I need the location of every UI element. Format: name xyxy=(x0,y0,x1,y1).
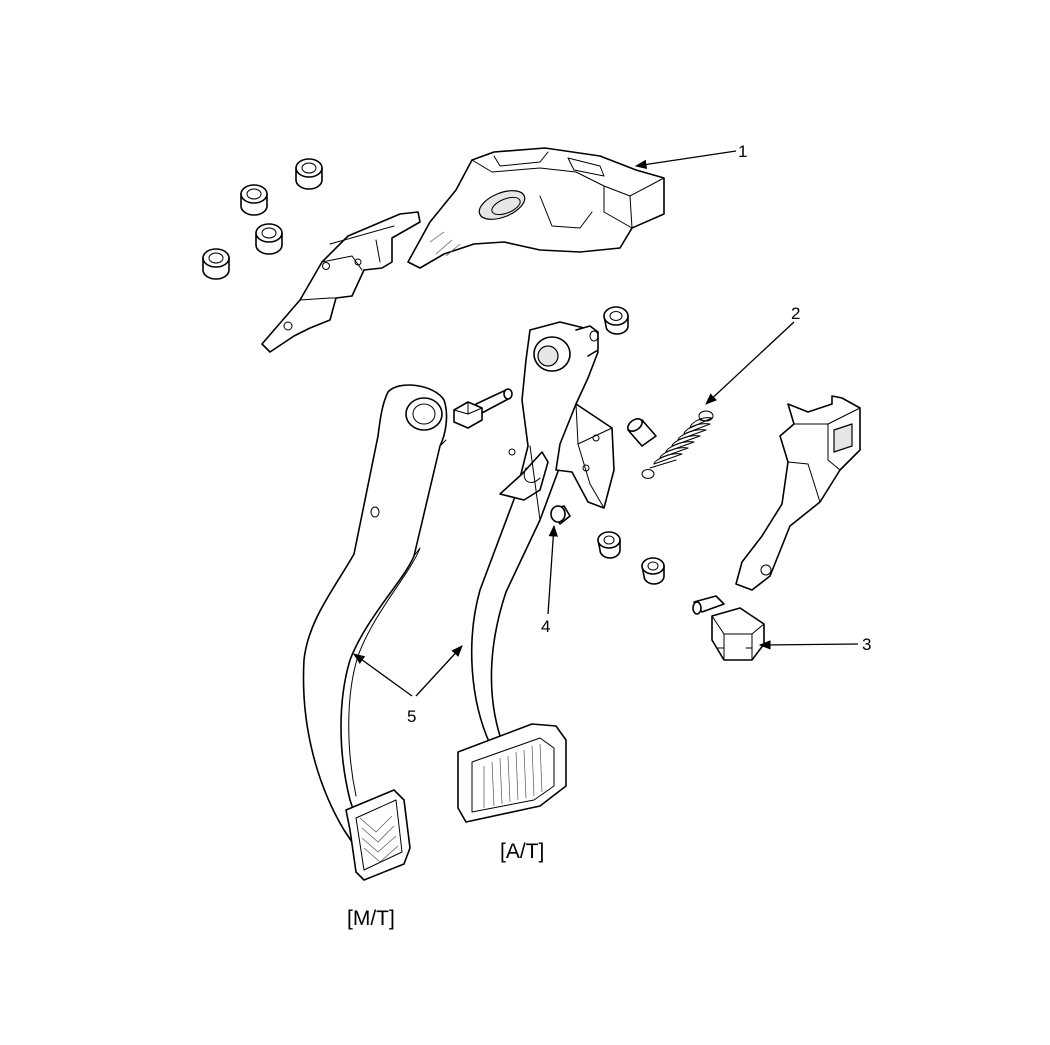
leader-5a xyxy=(353,653,413,697)
bushing xyxy=(295,158,323,190)
callout-2: 2 xyxy=(791,304,800,323)
bushing xyxy=(255,223,283,255)
washer xyxy=(597,531,621,559)
bushing-group xyxy=(202,158,323,280)
stop-lamp-switch xyxy=(692,595,765,661)
callout-1: 1 xyxy=(738,142,747,161)
bushing xyxy=(240,184,268,216)
spacer-collar xyxy=(627,418,657,447)
pivot-nut xyxy=(603,306,629,335)
leader-2 xyxy=(705,321,795,405)
mt-pedal-pad xyxy=(345,789,411,881)
leader-4 xyxy=(547,524,558,615)
mt-pedal-arm xyxy=(302,384,448,849)
callout-3: 3 xyxy=(862,635,871,654)
switch-bracket xyxy=(735,395,861,591)
leader-1 xyxy=(634,150,737,170)
washer xyxy=(641,557,665,585)
leader-5b xyxy=(415,645,463,697)
pedal-member-cover xyxy=(407,147,665,269)
leader-lines xyxy=(353,150,859,697)
at-pedal-pad xyxy=(457,723,567,823)
mounting-bracket xyxy=(261,211,421,353)
pivot-bolt xyxy=(453,388,513,429)
caption-at: [A/T] xyxy=(500,840,544,863)
callout-4: 4 xyxy=(541,617,550,636)
at-pedal-arm xyxy=(470,321,615,751)
return-spring xyxy=(641,410,714,479)
stopper-pin xyxy=(550,505,571,525)
leader-3 xyxy=(758,640,859,650)
caption-mt: [M/T] xyxy=(347,907,395,930)
bushing xyxy=(202,248,230,280)
callout-5: 5 xyxy=(407,707,416,726)
